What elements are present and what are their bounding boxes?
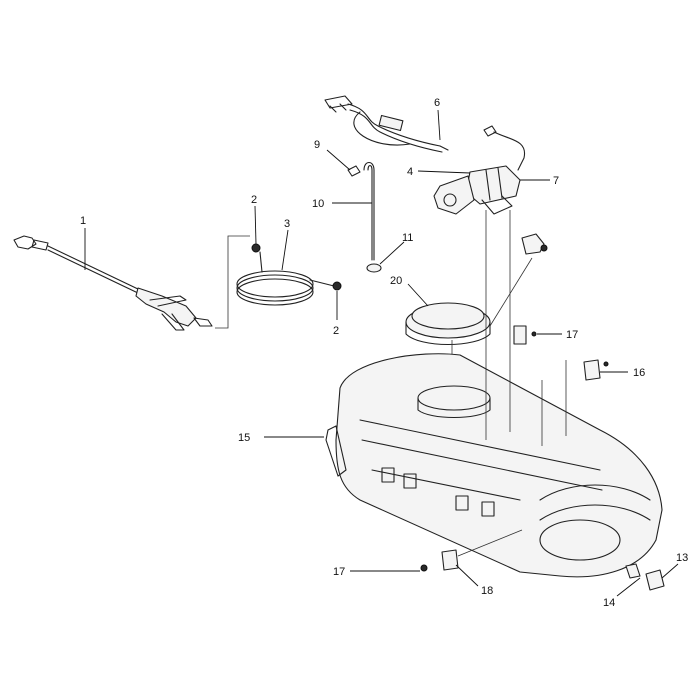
inlet-fitting xyxy=(521,233,548,255)
callout-14: 14 xyxy=(603,597,615,609)
drain-valve xyxy=(616,563,679,597)
callout-16: 16 xyxy=(633,367,645,379)
callout-labels: 1 2 2 3 4 6 7 9 10 11 13 14 15 16 17 17 … xyxy=(80,97,688,609)
callout-17-bottom: 17 xyxy=(333,566,345,578)
callout-20: 20 xyxy=(390,275,402,287)
hose-assembly xyxy=(215,205,342,329)
tank-lid xyxy=(405,257,533,392)
callout-10: 10 xyxy=(312,198,324,210)
callout-7: 7 xyxy=(553,175,559,187)
callout-6: 6 xyxy=(434,97,440,109)
callout-17-top: 17 xyxy=(566,329,578,341)
suction-tube xyxy=(326,149,405,273)
clamp-lower xyxy=(350,529,523,587)
callout-18: 18 xyxy=(481,585,493,597)
tank-body xyxy=(264,210,663,578)
callout-3: 3 xyxy=(284,218,290,230)
callout-2-bottom: 2 xyxy=(333,325,339,337)
pump-assembly xyxy=(417,125,550,215)
spray-wand xyxy=(13,235,213,331)
callout-15: 15 xyxy=(238,432,250,444)
callout-9: 9 xyxy=(314,139,320,151)
clamp-upper xyxy=(513,325,562,345)
wiring-harness xyxy=(324,95,449,153)
callout-1: 1 xyxy=(80,215,86,227)
callout-13: 13 xyxy=(676,552,688,564)
callout-11: 11 xyxy=(402,232,413,244)
clamp-right xyxy=(583,359,628,381)
callout-4: 4 xyxy=(407,166,413,178)
callout-2-top: 2 xyxy=(251,194,257,206)
